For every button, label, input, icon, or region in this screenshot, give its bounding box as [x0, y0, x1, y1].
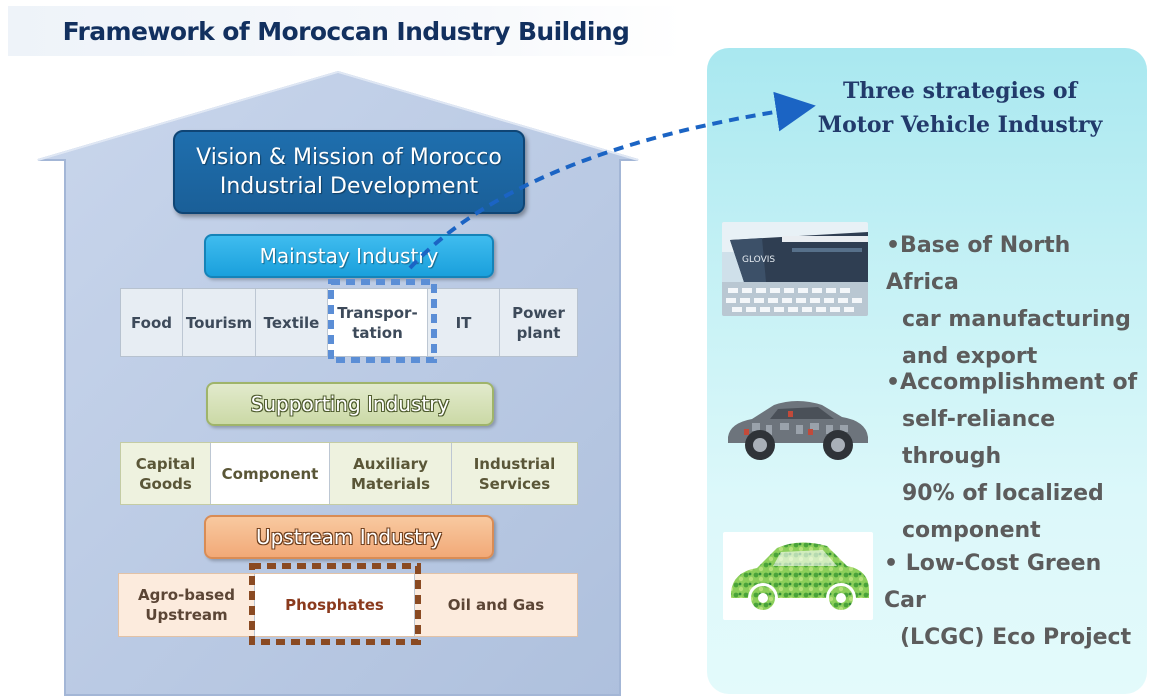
cell-phosphates: Phosphates [255, 574, 415, 636]
cell-industrial-services: Industrial Services [452, 443, 577, 504]
vision-line2: Industrial Development [219, 174, 479, 199]
strategy-2-line1: •Accomplishment of [886, 370, 1138, 395]
strategy-1-line1: •Base of North Africa [886, 233, 1071, 295]
title-banner: Framework of Moroccan Industry Building [8, 6, 684, 56]
transportation-line1: Transpor- [337, 303, 418, 322]
upstream-header: Upstream Industry [204, 515, 494, 559]
industrial-line2: Services [478, 474, 551, 493]
vision-line1: Vision & Mission of Morocco [196, 145, 502, 170]
cell-transportation: Transpor- tation [328, 289, 428, 356]
strategy-3-text: • Low-Cost Green Car (LCGC) Eco Project [884, 545, 1146, 656]
strategy-1-line3: and export [902, 344, 1038, 369]
strategy-2-text: •Accomplishment of self-reliance through… [886, 364, 1150, 549]
supporting-header: Supporting Industry [206, 382, 494, 426]
cell-it: IT [428, 289, 500, 356]
auxiliary-line1: Auxiliary [353, 454, 428, 473]
power-line1: Power [512, 303, 565, 322]
agro-line1: Agro-based [138, 586, 235, 604]
strategy-1-text: •Base of North Africa car manufacturing … [886, 227, 1146, 375]
industrial-line1: Industrial [473, 454, 556, 473]
strategy-3-line2: (LCGC) Eco Project [900, 625, 1132, 650]
strategy-1-line2: car manufacturing [902, 307, 1131, 332]
panel-title: Three strategies of Motor Vehicle Indust… [790, 74, 1130, 142]
eco-car-photo [723, 532, 873, 620]
capital-line2: Goods [139, 474, 192, 493]
power-line2: plant [516, 323, 561, 342]
mainstay-header: Mainstay Industry [204, 234, 494, 278]
panel-title-line1: Three strategies of [842, 78, 1078, 104]
cell-tourism: Tourism [183, 289, 256, 356]
agro-line2: Upstream [145, 606, 228, 624]
page-title: Framework of Moroccan Industry Building [62, 16, 630, 46]
upstream-row: Agro-based Upstream Phosphates Oil and G… [118, 573, 578, 637]
cell-oil-and-gas: Oil and Gas [447, 596, 545, 614]
strategy-2-line2: self-reliance through [902, 407, 1056, 469]
mainstay-row: Food Tourism Textile Transpor- tation IT… [120, 288, 578, 357]
cell-component: Component [211, 443, 330, 504]
car-parts-photo [728, 401, 868, 460]
capital-line1: Capital [135, 454, 196, 473]
cell-auxiliary-materials: Auxiliary Materials [330, 443, 452, 504]
strategy-2-line4: component [902, 518, 1041, 543]
auxiliary-line2: Materials [350, 474, 431, 493]
transportation-line2: tation [352, 323, 403, 342]
cargo-ship-photo: GLOVIS [722, 222, 868, 316]
strategy-3-line1: • Low-Cost Green Car [884, 551, 1102, 613]
vision-mission-box: Vision & Mission of Morocco Industrial D… [173, 130, 525, 214]
ship-label-text: GLOVIS [742, 255, 775, 265]
panel-title-line2: Motor Vehicle Industry [817, 112, 1103, 138]
cell-power-plant: Power plant [500, 289, 577, 356]
cell-food: Food [121, 289, 183, 356]
supporting-row: Capital Goods Component Auxiliary Materi… [120, 442, 578, 505]
cell-textile: Textile [256, 289, 328, 356]
cell-agro-based-upstream: Agro-based Upstream [119, 574, 255, 636]
strategy-2-line3: 90% of localized [902, 481, 1104, 506]
cell-capital-goods: Capital Goods [121, 443, 211, 504]
